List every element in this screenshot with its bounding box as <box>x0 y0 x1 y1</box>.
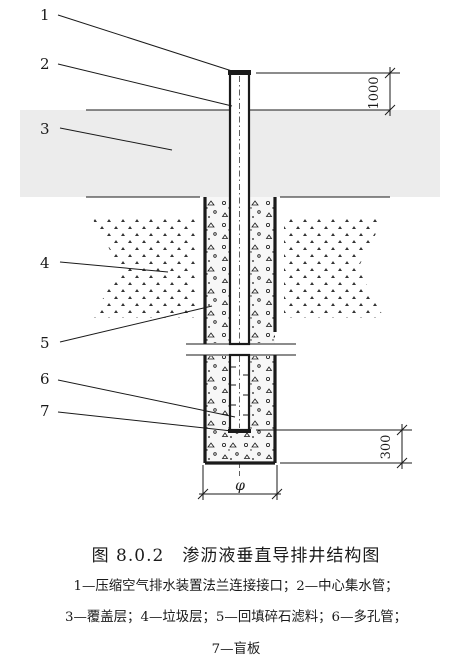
flange-interface <box>228 70 251 75</box>
dimension-1000-label: 1000 <box>367 76 382 109</box>
dimension-300-label: 300 <box>379 435 394 460</box>
perforated-pipe <box>228 353 251 432</box>
dimension-300 <box>256 424 412 469</box>
leader-lines <box>57 14 236 432</box>
dimension-diameter <box>197 465 283 500</box>
dimension-diameter-label: φ <box>235 478 245 494</box>
callout-6: 6 <box>40 370 50 388</box>
callout-3: 3 <box>40 120 50 138</box>
legend-line-2: 3—覆盖层；4—垃圾层；5—回填碎石滤料；6—多孔管； <box>64 610 408 625</box>
callout-2: 2 <box>40 55 50 73</box>
well-casing <box>203 197 277 465</box>
callout-1: 1 <box>40 6 50 24</box>
blind-plate <box>228 429 251 433</box>
dimension-1000 <box>256 67 400 116</box>
callout-4: 4 <box>40 254 50 272</box>
callout-5: 5 <box>40 334 50 352</box>
figure-caption: 图 8.0.2 渗沥液垂直导排井结构图 <box>0 541 472 566</box>
figure-title: 渗沥液垂直导排井结构图 <box>182 546 381 566</box>
legend-line-1: 1—压缩空气排水装置法兰连接接口；2—中心集水管； <box>73 579 399 594</box>
callout-7: 7 <box>40 402 50 420</box>
figure-number: 图 8.0.2 <box>91 546 165 566</box>
legend-line-3: 7—盲板 <box>211 642 261 657</box>
well-structure-diagram: 1000 300 φ 1 2 3 4 5 6 7 <box>20 6 440 500</box>
central-collection-pipe <box>228 70 251 346</box>
